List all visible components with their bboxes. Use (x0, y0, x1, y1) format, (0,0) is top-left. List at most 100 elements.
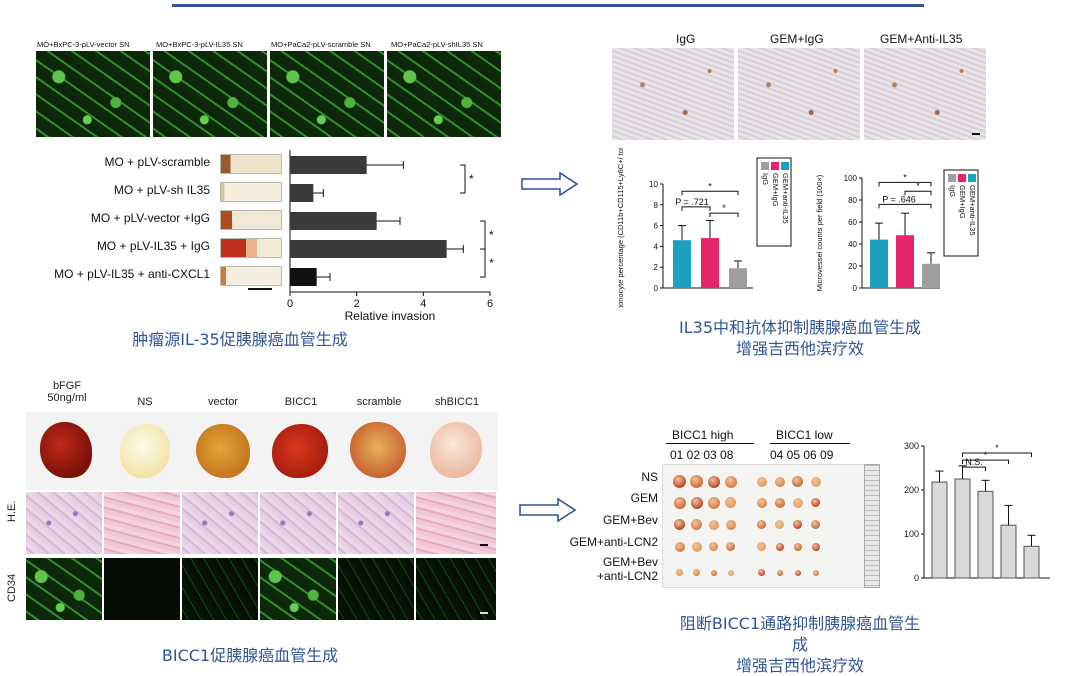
tumor-specimen (691, 519, 702, 530)
y-tick-label: 6 (654, 222, 659, 231)
x-tick-label: 6 (487, 298, 493, 310)
significance-label: * (469, 172, 474, 186)
y-tick-label: 100 (904, 529, 919, 539)
tumor-specimen (707, 496, 720, 509)
tumor-specimen (691, 541, 702, 552)
cd34-image (338, 558, 414, 620)
row-label: GEM (630, 491, 658, 505)
he-image (338, 492, 414, 554)
panel-bicc1-angiogenesis: bFGF 50ng/ml NS vector BICC1 scramble sh… (0, 380, 520, 676)
tumor-specimen (811, 520, 820, 529)
bar (1023, 545, 1040, 579)
tumor-specimen (710, 569, 717, 576)
matrigel-plug-photo (350, 422, 406, 478)
tumor-specimen (776, 569, 783, 576)
significance-label: * (995, 443, 999, 453)
panel-il35-angiogenesis: MO+BxPC-3-pLV-vector SN MO+BxPC-3-pLV-IL… (0, 0, 520, 360)
matrigel-plug-photo (430, 422, 482, 478)
row-label: GEM+Bev (602, 555, 658, 569)
y-tick-label: 0 (853, 284, 858, 293)
legend-box (756, 157, 792, 247)
group-label: BICC1 high (672, 428, 734, 442)
significance-label: * (984, 450, 988, 460)
ihc-image (864, 48, 986, 140)
tumor-specimen (775, 520, 784, 529)
matrigel-plug-photo (272, 424, 328, 478)
legend-swatch (958, 174, 966, 182)
tumor-specimen (757, 542, 766, 551)
y-tick-label: 20 (848, 262, 857, 271)
ruler (864, 464, 880, 588)
tumor-specimen (774, 476, 785, 487)
cd34-image (260, 558, 336, 620)
tumor-specimen (673, 475, 686, 488)
x-tick-label: 2 (354, 298, 360, 310)
tumor-specimen (690, 475, 703, 488)
y-tick-label: 80 (848, 196, 857, 205)
bar (729, 268, 747, 288)
he-image (26, 492, 102, 554)
tumor-specimen (673, 496, 686, 509)
y-tick-label: 40 (848, 240, 857, 249)
bar (701, 238, 719, 288)
tumor-specimen (674, 519, 685, 530)
tumor-specimen (812, 569, 819, 576)
significance-label: * (903, 172, 907, 182)
tumor-specimen (756, 476, 767, 487)
column-label: NS (137, 396, 153, 408)
row-label: NS (641, 470, 658, 484)
scale-bar (480, 544, 488, 546)
tumor-specimen (793, 520, 802, 529)
caption-line-1: IL35中和抗体抑制胰腺癌血管生成 (679, 318, 921, 337)
invasion-chamber-photo (220, 238, 282, 258)
bar (954, 478, 971, 579)
y-axis-label: Infiltrating monocyte percentage (CD11b+… (616, 148, 625, 308)
legend-swatch (771, 162, 779, 170)
plug-photo-row (26, 412, 498, 490)
bar (290, 212, 377, 230)
scale-bar (248, 288, 272, 290)
ihc-image (612, 48, 734, 140)
he-image (416, 492, 496, 554)
row-label: MO + pLV-vector +IgG (90, 211, 210, 225)
tumor-specimen (811, 498, 820, 507)
group-label: BICC1 low (776, 428, 833, 442)
he-image (182, 492, 258, 554)
x-axis-label: Relative invasion (345, 309, 436, 320)
y-tick-label: 100 (844, 174, 858, 183)
row-label: CD34 (6, 573, 18, 602)
top-rule (172, 4, 924, 7)
cd34-image (26, 558, 102, 620)
significance-label: P = .646 (882, 194, 916, 204)
tumor-specimen (676, 569, 683, 576)
significance-label: * (722, 203, 726, 213)
tube-formation-image (153, 51, 267, 137)
tube-formation-image (387, 51, 501, 137)
bar (290, 156, 367, 174)
image-label: MO+PaCa2-pLV-shIL35 SN (391, 40, 483, 49)
tumor-specimen (727, 569, 734, 576)
caption-line-1: 阻断BICC1通路抑制胰腺癌血管生 (679, 614, 921, 633)
significance-bracket (709, 212, 739, 218)
y-tick-label: 10 (649, 180, 658, 189)
group-underline (666, 443, 754, 444)
row-label: MO + pLV-IL35 + IgG (96, 239, 210, 253)
tumor-tray (662, 464, 870, 588)
cd34-image (416, 558, 496, 620)
tumor-specimen (793, 542, 802, 551)
significance-label: * (916, 181, 920, 191)
significance-bracket (962, 459, 1009, 465)
bar (922, 263, 940, 288)
y-tick-label: 200 (904, 485, 919, 495)
tumor-specimen (758, 569, 765, 576)
row-label: MO + pLV-IL35 + anti-CXCL1 (54, 267, 210, 281)
image-label: MO+PaCa2-pLV-scramble SN (271, 40, 371, 49)
caption-line-2: 增强吉西他滨疗效 (735, 339, 864, 358)
matrigel-plug-photo (120, 424, 170, 478)
x-tick-label: 4 (420, 298, 426, 310)
tumor-specimen (709, 542, 718, 551)
